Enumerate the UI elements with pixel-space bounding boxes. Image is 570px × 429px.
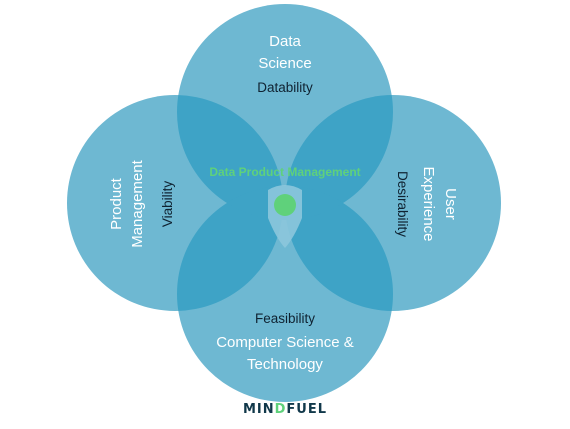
logo-suffix: FUEL [286,402,328,417]
user-experience-title-line-2: Experience [420,166,437,241]
computer-science-title-line-2: Technology [247,356,323,373]
product-management-title-line-1: Product [108,177,125,230]
viability-label: Viability [160,181,175,228]
overlap-top-right [285,95,393,220]
product-management-title-line-2: Management [129,159,146,247]
feasibility-label: Feasibility [255,311,315,326]
data-science-title-line-1: Data [269,33,301,50]
desirability-label: Desirability [395,171,410,237]
center-label: Data Product Management [209,165,360,179]
user-experience-title-line-1: User [442,188,459,220]
overlap-bottom-left [177,186,283,311]
datability-label: Datability [257,80,313,95]
computer-science-title-line-1: Computer Science & [216,334,354,351]
overlap-top-left [177,95,283,220]
logo-prefix: MIN [242,402,275,417]
logo-mark: D [274,402,287,417]
data-science-title-line-2: Science [258,55,311,72]
mindfuel-logo: MINDFUEL [0,402,570,417]
overlap-bottom-right [285,186,393,311]
center-dot [274,194,296,216]
